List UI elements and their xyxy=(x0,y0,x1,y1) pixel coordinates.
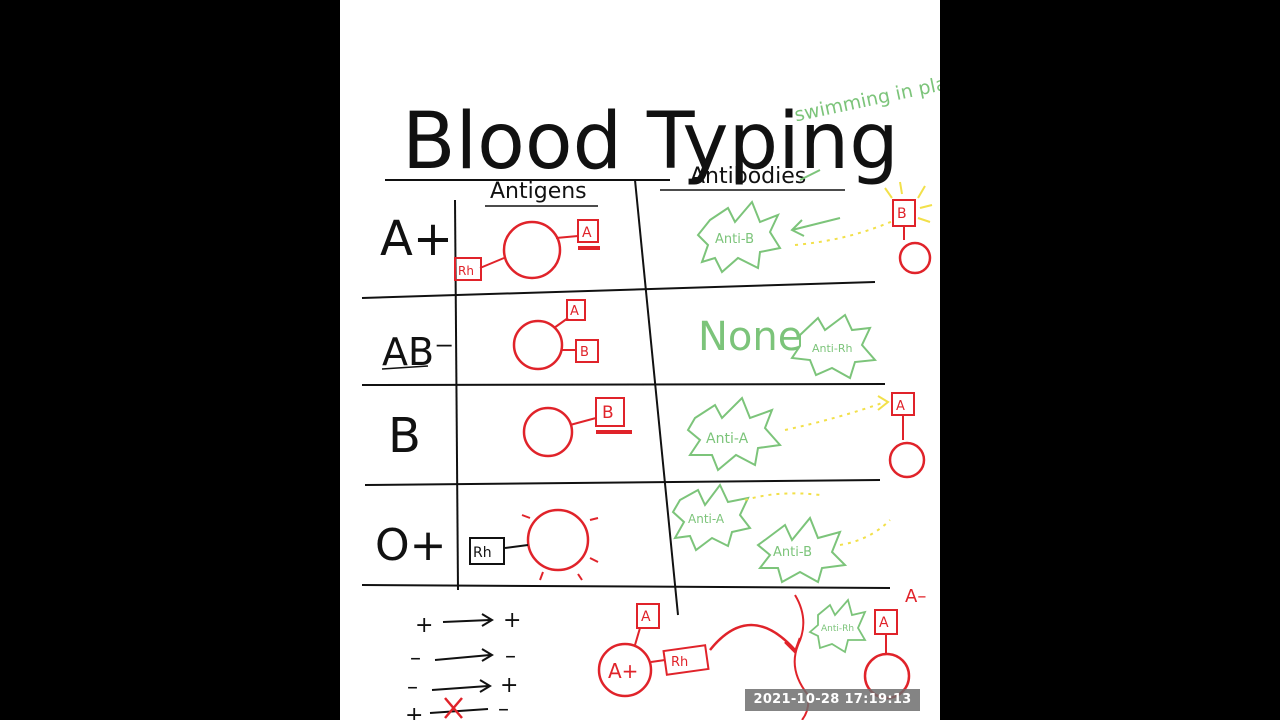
anti-rh-burst-2 xyxy=(808,598,867,654)
transfusion-arrow xyxy=(709,623,796,651)
side-b-cell xyxy=(898,241,932,275)
side-b-highlight xyxy=(884,181,933,223)
donor-rh-label: Rh xyxy=(671,655,688,670)
donor-a-box xyxy=(636,603,660,629)
b-antigen-box xyxy=(595,397,625,427)
rule-2-arrowhead xyxy=(481,648,494,662)
rule-2-from: – xyxy=(410,646,421,671)
yellow-dotted-path-1 xyxy=(794,219,896,246)
recipient-type-label: A– xyxy=(905,586,926,607)
none-label: None xyxy=(698,314,802,360)
ab-a-box xyxy=(566,299,586,321)
donor-cell xyxy=(597,642,653,698)
grid-hline-4 xyxy=(361,584,891,589)
yellow-dotted-path-3 xyxy=(744,492,821,501)
ab-a-label: A xyxy=(570,304,579,319)
side-a-label: A xyxy=(896,399,905,414)
ab-b-box xyxy=(575,339,599,363)
grid-hline-3 xyxy=(364,479,881,486)
rule-2-to: – xyxy=(505,644,516,669)
anti-rh-burst xyxy=(790,313,878,380)
type-label-o-pos: O+ xyxy=(375,520,447,571)
grid-vline-2 xyxy=(634,179,679,616)
b-antigen-label: B xyxy=(602,403,614,423)
side-b-label: B xyxy=(897,206,907,222)
yellow-dotted-path-4 xyxy=(839,519,891,546)
yellow-arrowhead-2 xyxy=(877,395,890,411)
side-a-cell xyxy=(888,441,926,479)
anti-a-burst-2 xyxy=(671,483,752,552)
yellow-dotted-path-2 xyxy=(784,401,886,431)
ab-a-stem xyxy=(553,317,569,329)
anti-b-arrowhead xyxy=(790,219,805,237)
rh-stem xyxy=(479,257,505,269)
ab-b-label: B xyxy=(580,345,589,360)
ab-underline xyxy=(381,365,429,370)
type-label-a-pos: A+ xyxy=(380,211,453,267)
grid-hline-1 xyxy=(361,281,876,299)
o-rh-label: Rh xyxy=(473,545,492,561)
rule-1-to: + xyxy=(503,608,521,633)
rule-3-from: – xyxy=(407,675,418,700)
rule-4-cross-b xyxy=(444,697,463,719)
a-stem xyxy=(555,235,579,239)
a-antigen-box xyxy=(577,219,599,243)
rule-3-to: + xyxy=(500,673,518,698)
donor-a-stem xyxy=(634,627,641,646)
donor-rh-stem xyxy=(650,659,666,663)
anti-b-label: Anti-B xyxy=(715,232,754,247)
anti-a-label: Anti-A xyxy=(706,431,749,447)
donor-a-label: A xyxy=(641,609,651,625)
rule-1-arrow xyxy=(442,619,491,623)
a-antigen-label: A xyxy=(582,225,592,241)
anti-a-label-2: Anti-A xyxy=(688,512,725,526)
rule-3-arrowhead xyxy=(479,679,492,693)
anti-b-arrow xyxy=(791,217,841,231)
donor-type-label: A+ xyxy=(608,659,638,683)
b-stem xyxy=(569,417,597,426)
red-cell-a-pos xyxy=(502,220,562,280)
compatibility-rules: + + – – – + + – xyxy=(405,608,521,720)
rule-3-arrow xyxy=(431,685,489,691)
video-timestamp: 2021-10-28 17:19:13 xyxy=(745,689,920,711)
anti-b-burst-2 xyxy=(756,516,848,584)
type-label-b: B xyxy=(388,408,421,464)
o-rh-stem xyxy=(504,544,529,549)
rh-antigen-label: Rh xyxy=(458,264,474,278)
anti-rh-label-2: Anti-Rh xyxy=(821,624,854,634)
blood-typing-diagram: Blood Typing Antigens Antibodies swimmin… xyxy=(361,64,940,720)
rule-4-to: – xyxy=(498,697,509,720)
recipient-a-label: A xyxy=(879,615,889,631)
donor-rh-box xyxy=(662,644,710,676)
whiteboard-page: Blood Typing Antigens Antibodies swimmin… xyxy=(340,0,940,720)
rule-1-arrowhead xyxy=(481,613,494,627)
antigens-header: Antigens xyxy=(490,179,587,204)
anti-rh-label: Anti-Rh xyxy=(812,342,852,355)
anti-b-burst xyxy=(696,200,782,274)
rh-antigen-box xyxy=(454,257,482,281)
anti-a-burst xyxy=(686,396,782,472)
red-cell-b xyxy=(522,406,574,458)
rule-1-from: + xyxy=(415,613,433,638)
rule-4-arrow xyxy=(429,708,489,714)
grid-hline-2 xyxy=(361,383,886,386)
red-cell-ab-neg xyxy=(512,319,564,371)
rule-2-arrow xyxy=(434,654,491,661)
type-label-ab-neg: AB⁻ xyxy=(382,330,454,374)
note-pointer xyxy=(799,169,821,181)
anti-b-label-2: Anti-B xyxy=(773,545,812,560)
antibodies-header: Antibodies xyxy=(690,164,806,189)
rule-4-from: + xyxy=(405,703,423,720)
o-rh-box xyxy=(469,537,505,565)
o-surface-marks xyxy=(521,514,599,581)
red-cell-o-pos xyxy=(526,508,590,572)
